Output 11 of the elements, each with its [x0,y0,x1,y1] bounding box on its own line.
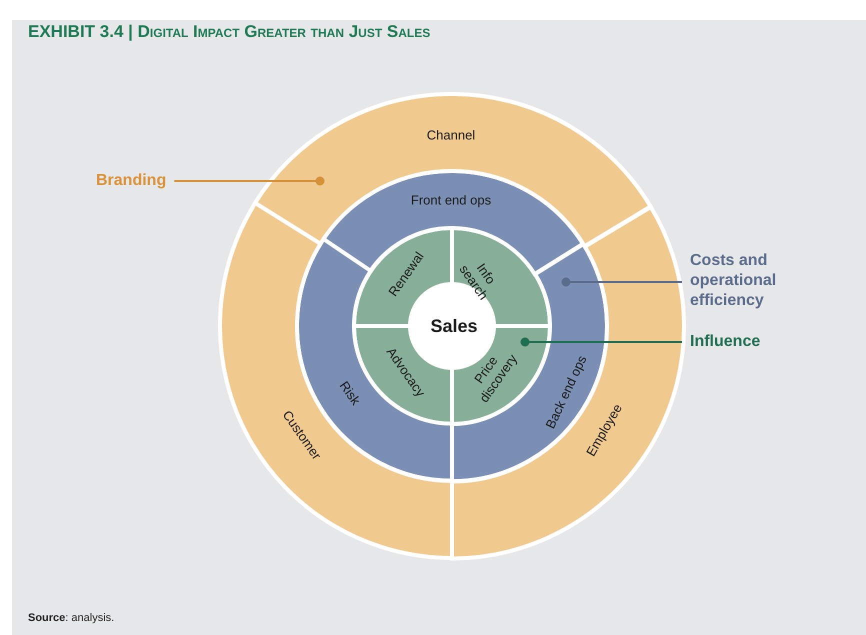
callout-label: Branding [96,171,166,191]
callout-label: Costs and operational efficiency [690,251,800,311]
segment-label: Back end ops [542,352,590,431]
center-label: Sales [429,316,479,336]
leader-line [174,176,324,186]
segment-label: Front end ops [410,192,492,208]
segment-label: Channel [426,127,476,142]
source-note: Source: analysis. [28,612,114,624]
exhibit-title: EXHIBIT 3.4 | Digital Impact Greater than Just Sales [28,22,430,42]
leader-line [520,338,682,346]
callout-label: Influence [690,332,780,352]
